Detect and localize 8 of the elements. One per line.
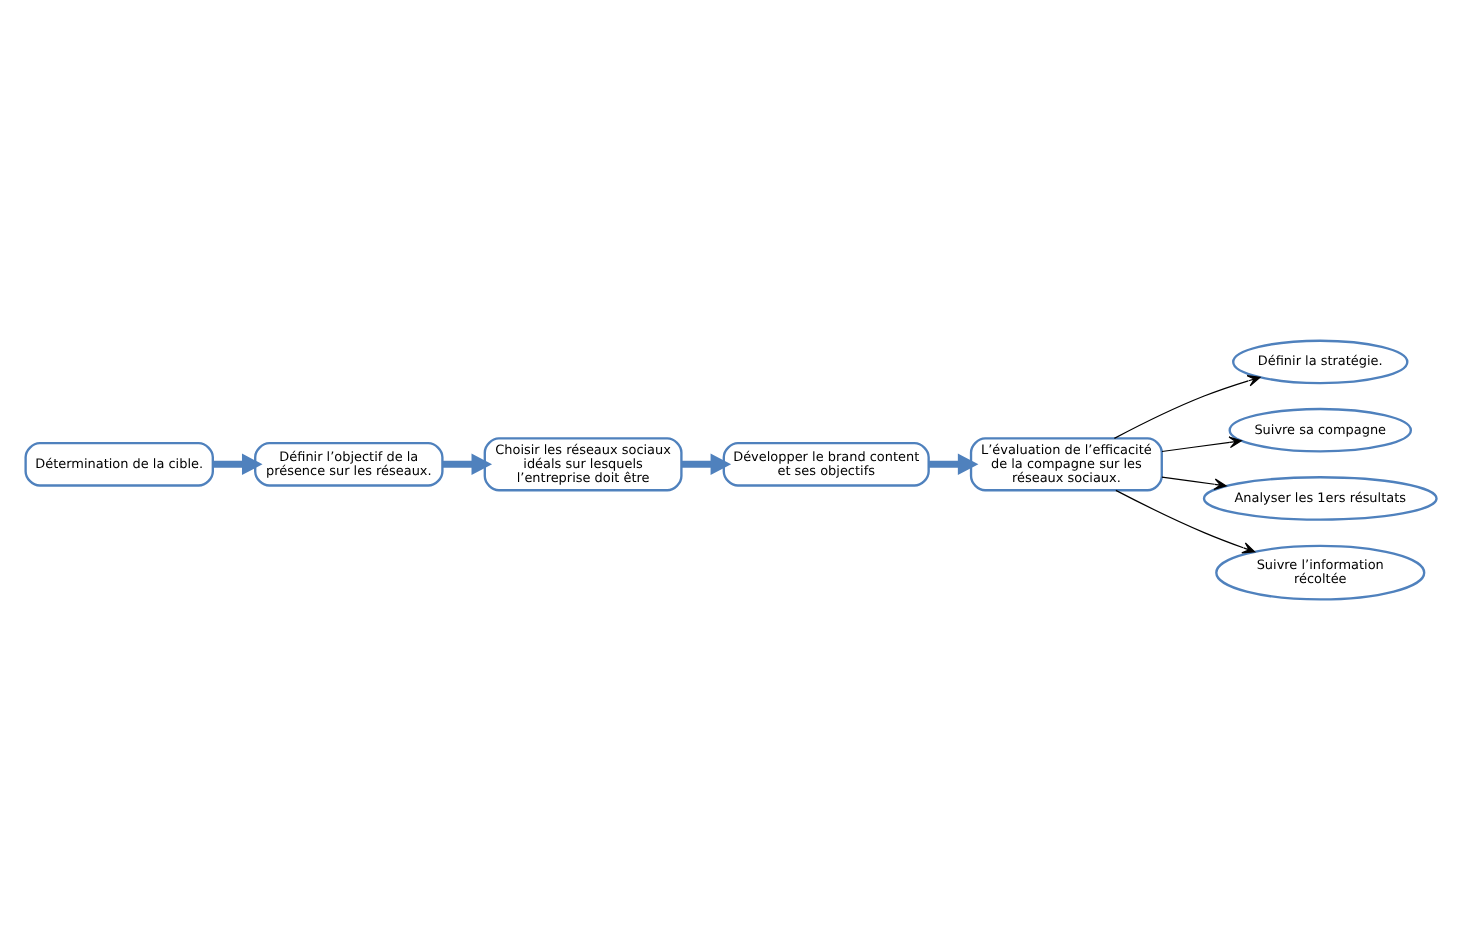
arrow bbox=[1114, 489, 1255, 554]
arrow bbox=[680, 453, 731, 476]
arrow bbox=[1160, 436, 1241, 453]
arrow bbox=[211, 453, 262, 476]
arrow bbox=[1112, 375, 1260, 439]
arrow bbox=[441, 453, 492, 476]
arrow bbox=[927, 453, 978, 476]
arrow bbox=[1160, 476, 1226, 491]
